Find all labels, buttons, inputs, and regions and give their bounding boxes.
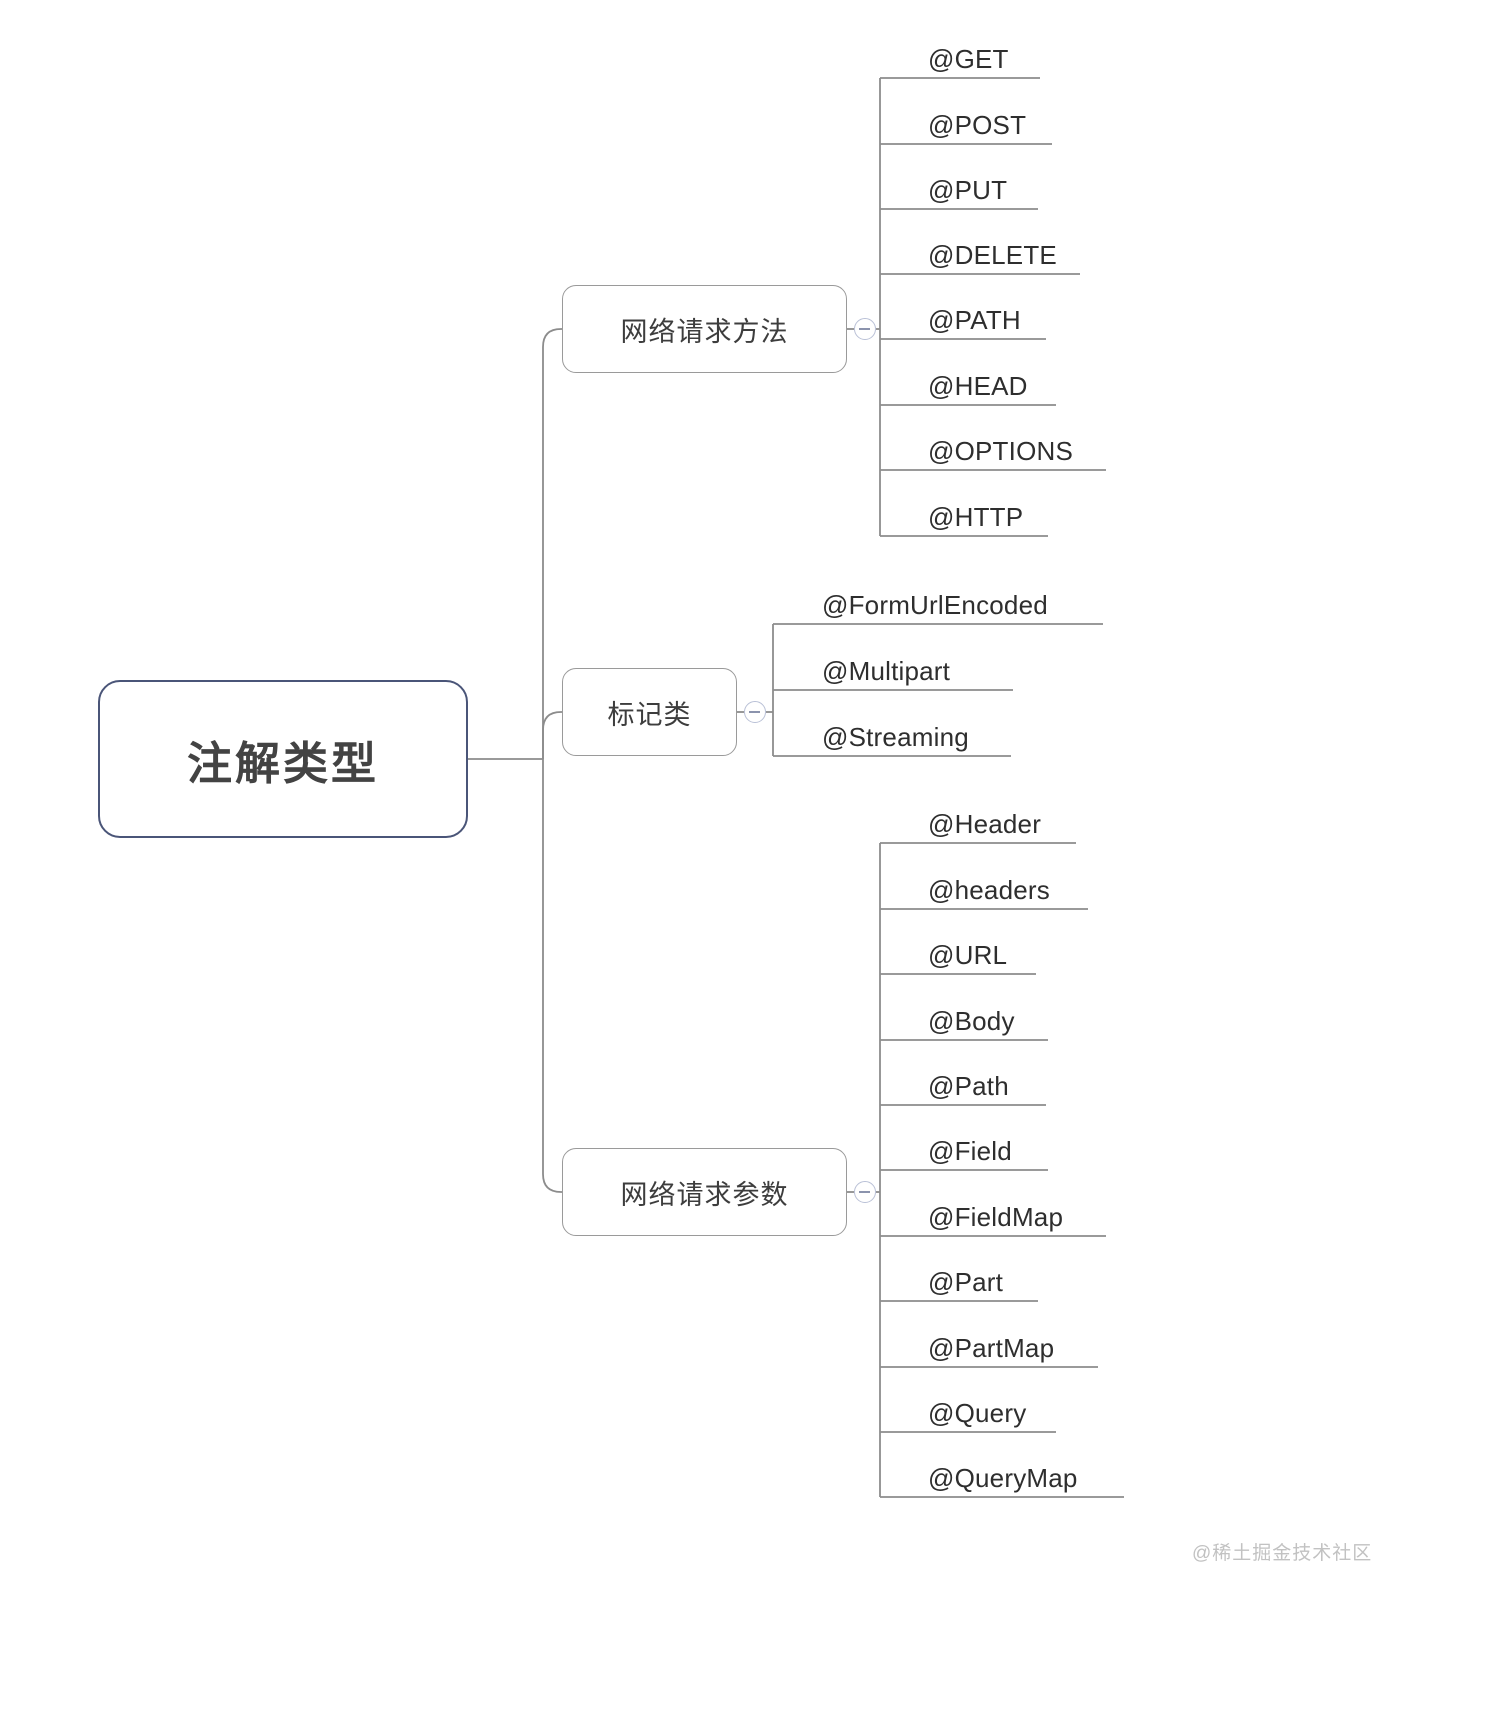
root-node-label: 注解类型 [186,737,379,789]
branch-node-1[interactable]: 标记类 [562,668,737,756]
leaf-item[interactable]: @DELETE [928,240,1057,270]
branch-node-label: 网络请求方法 [620,316,789,347]
leaf-item[interactable]: @HTTP [928,502,1024,532]
leaf-item[interactable]: @OPTIONS [928,436,1074,466]
collapse-toggle-minus-icon-2[interactable] [854,1181,876,1203]
branch-node-label: 网络请求参数 [620,1179,789,1210]
leaf-item[interactable]: @Query [928,1398,1027,1428]
connector-root-to-branch-1 [542,711,562,759]
connector-root-to-branch-2 [542,759,562,1193]
leaf-item[interactable]: @HEAD [928,371,1028,401]
leaf-item[interactable]: @PATH [928,305,1021,335]
collapse-toggle-minus-icon-0[interactable] [854,318,876,340]
leaf-item[interactable]: @POST [928,110,1027,140]
connector-root-to-branch-0 [542,328,562,759]
leaf-item[interactable]: @URL [928,940,1008,970]
leaf-item[interactable]: @GET [928,44,1009,74]
leaf-item[interactable]: @Header [928,809,1042,839]
leaf-item[interactable]: @Field [928,1136,1012,1166]
leaf-item[interactable]: @headers [928,875,1050,905]
leaf-item[interactable]: @Multipart [822,656,951,686]
root-node[interactable]: 注解类型 [98,680,468,838]
leaf-item[interactable]: @Streaming [822,722,969,752]
leaf-item[interactable]: @QueryMap [928,1463,1078,1493]
watermark: @稀土掘金技术社区 [1192,1543,1373,1564]
branch-node-0[interactable]: 网络请求方法 [562,285,847,373]
leaf-item[interactable]: @PartMap [928,1333,1055,1363]
leaf-item[interactable]: @Body [928,1006,1015,1036]
branch-node-2[interactable]: 网络请求参数 [562,1148,847,1236]
branch-node-label: 标记类 [607,699,692,730]
leaf-item[interactable]: @PUT [928,175,1008,205]
leaf-item[interactable]: @FormUrlEncoded [822,590,1048,620]
collapse-toggle-minus-icon-1[interactable] [744,701,766,723]
leaf-item[interactable]: @Part [928,1267,1004,1297]
leaf-item[interactable]: @Path [928,1071,1009,1101]
leaf-item[interactable]: @FieldMap [928,1202,1064,1232]
